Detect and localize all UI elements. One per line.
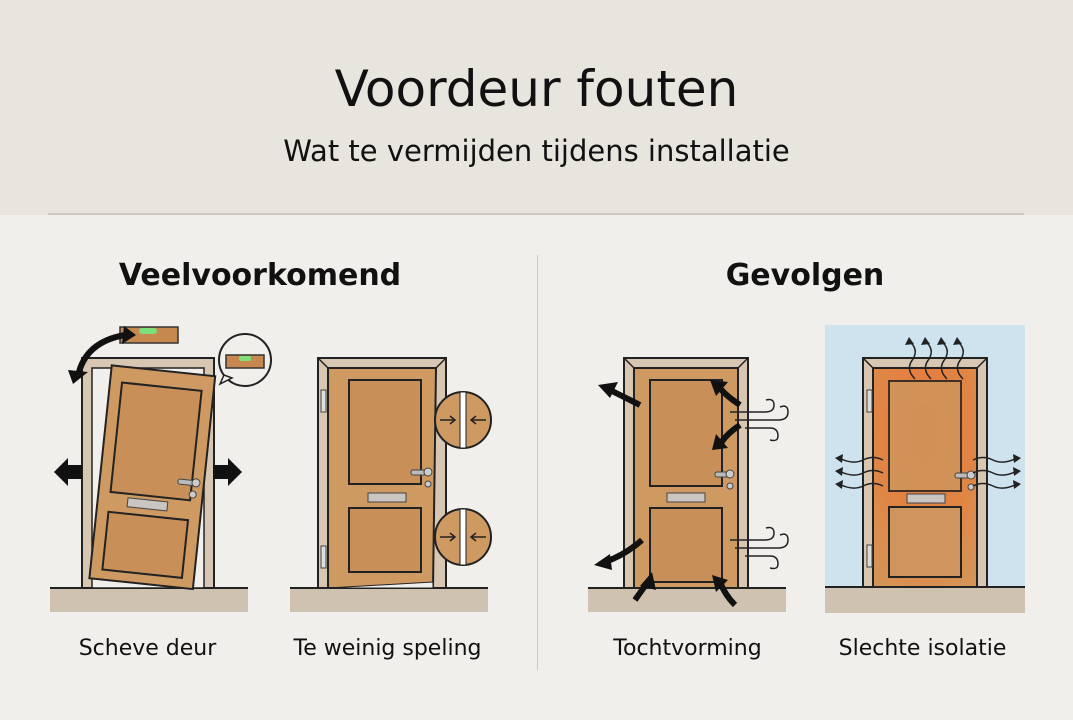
page-title: Voordeur fouten — [334, 60, 739, 118]
page-subtitle: Wat te vermijden tijdens installatie — [283, 134, 790, 168]
header-divider — [48, 213, 1024, 215]
section-title-consequences: Gevolgen — [725, 258, 885, 293]
caption-tochtvorming: Tochtvorming — [613, 636, 762, 661]
header-band: Voordeur fouten Wat te vermijden tijdens… — [0, 0, 1073, 215]
gap-magnifier-bottom — [434, 508, 492, 566]
door-draft-arrows-icon — [588, 357, 789, 612]
section-divider — [537, 255, 538, 670]
tilted-door-with-level-icon — [50, 326, 272, 612]
door-narrow-gap-icon — [290, 357, 492, 612]
caption-te-weinig-speling: Te weinig speling — [293, 636, 482, 661]
caption-slechte-isolatie: Slechte isolatie — [838, 636, 1007, 661]
gap-magnifier-top — [434, 391, 492, 449]
caption-scheve-deur: Scheve deur — [78, 636, 217, 661]
door-heat-loss-icon — [825, 325, 1025, 613]
section-title-common: Veelvoorkomend — [118, 258, 402, 293]
